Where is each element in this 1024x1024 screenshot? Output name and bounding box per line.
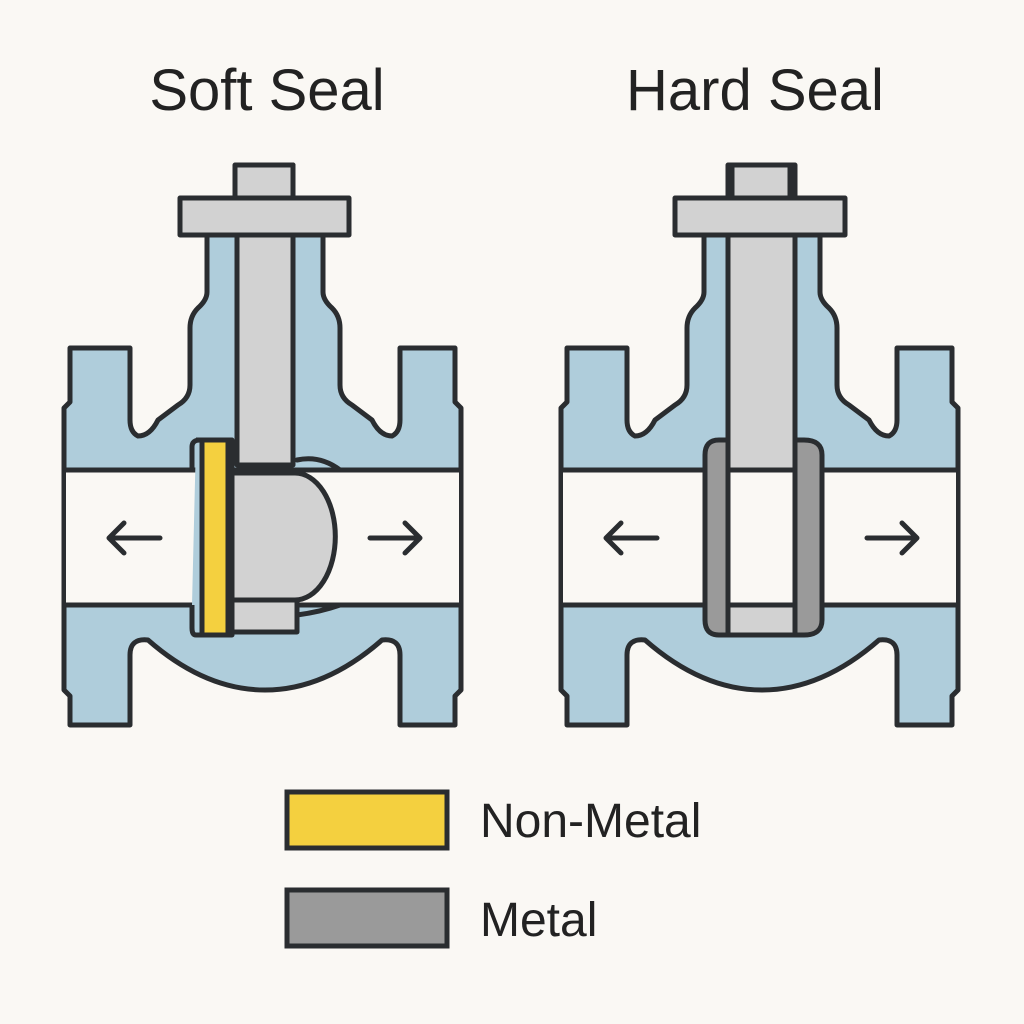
metal-seal-right	[792, 437, 825, 638]
legend-label-metal: Metal	[480, 894, 597, 947]
soft-seal-title: Soft Seal	[149, 58, 384, 123]
gate-disc	[229, 470, 338, 603]
stem-cap	[729, 162, 793, 201]
stem-cap	[232, 162, 296, 201]
gate-lower	[725, 602, 798, 638]
legend-label-non-metal: Non-Metal	[480, 795, 701, 848]
legend-swatch-metal	[284, 887, 450, 949]
soft-seal-valve	[64, 162, 461, 725]
legend-swatch-non-metal	[284, 789, 450, 851]
gate-lower	[229, 597, 300, 635]
legend: Non-Metal Metal	[284, 789, 701, 949]
hard-seal-valve	[561, 162, 958, 725]
bonnet-plate	[672, 195, 848, 238]
bonnet-plate	[177, 195, 352, 238]
hard-seal-title: Hard Seal	[626, 58, 884, 123]
metal-seal-left	[702, 437, 731, 638]
non-metal-seal	[199, 437, 231, 638]
